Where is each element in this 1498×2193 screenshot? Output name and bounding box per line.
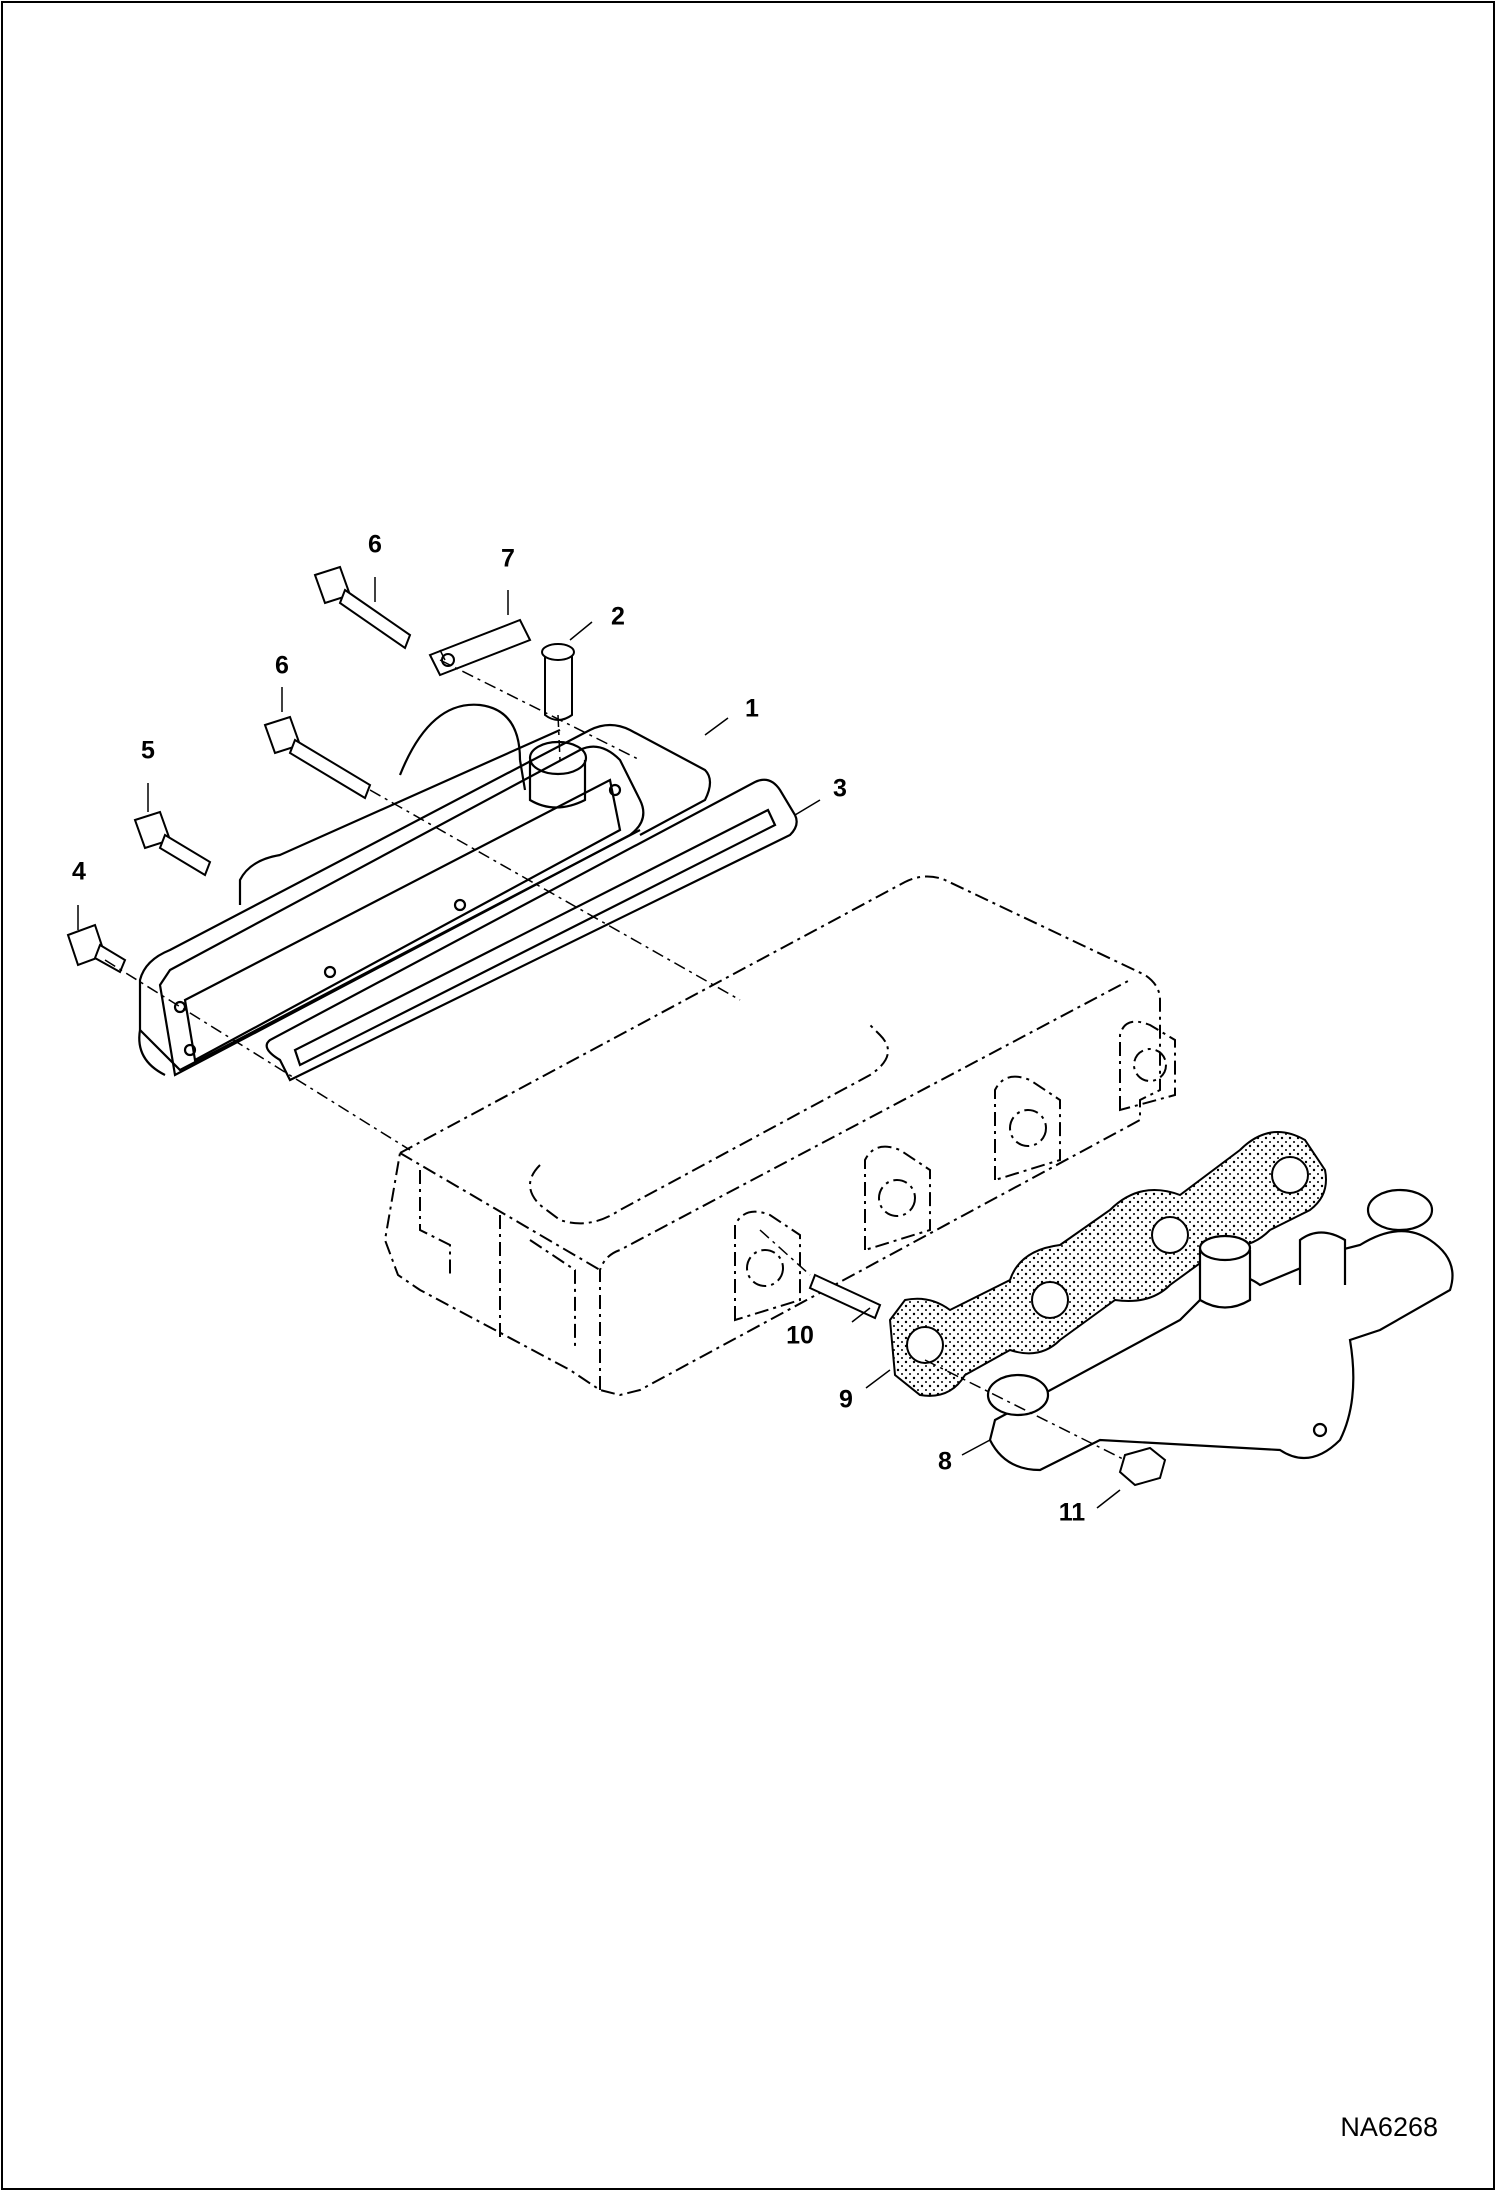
exhaust-manifold — [986, 1188, 1454, 1472]
callout-10: 10 — [786, 1321, 814, 1350]
callout-4: 4 — [72, 857, 86, 886]
intake-gasket — [265, 778, 798, 1082]
alignment-lines — [104, 649, 1126, 1461]
leader-lines — [77, 577, 1121, 1509]
callout-8: 8 — [938, 1447, 952, 1476]
bracket — [428, 618, 532, 677]
stud — [808, 1273, 882, 1320]
callout-6-upper: 6 — [368, 530, 382, 559]
cylinder-head-phantom — [383, 875, 1176, 1397]
callout-7: 7 — [501, 544, 515, 573]
drawing-id: NA6268 — [1340, 2112, 1438, 2142]
callout-9: 9 — [839, 1385, 853, 1414]
bolts — [66, 565, 412, 974]
callout-2: 2 — [611, 602, 625, 631]
callout-3: 3 — [833, 774, 847, 803]
callout-5: 5 — [141, 736, 155, 765]
nut — [1118, 1446, 1167, 1487]
exhaust-gasket — [888, 1131, 1327, 1397]
callout-6-lower: 6 — [275, 651, 289, 680]
callout-1: 1 — [745, 694, 759, 723]
callout-11: 11 — [1058, 1498, 1086, 1527]
intake-manifold — [138, 703, 712, 1077]
fitting — [541, 643, 575, 721]
